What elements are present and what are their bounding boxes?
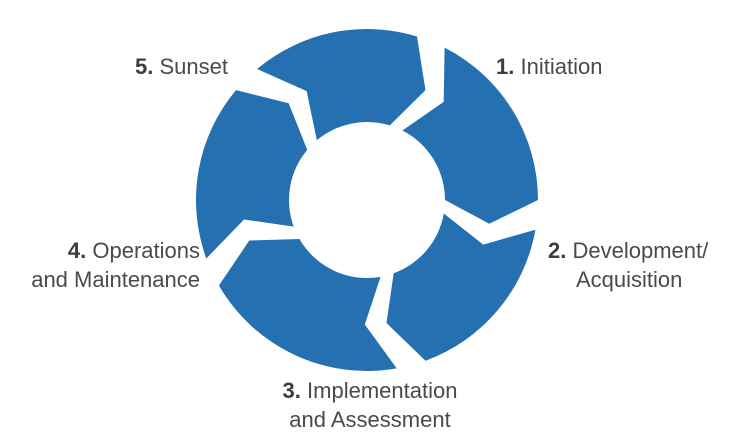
stage-5-number: 5. [135, 54, 154, 79]
stage-4-title: Operations [92, 238, 200, 263]
cycle-segment-2 [386, 213, 536, 361]
stage-1-number: 1. [496, 54, 515, 79]
stage-3-number: 3. [282, 378, 301, 403]
stage-3-subtitle: and Assessment [289, 407, 451, 432]
cycle-segment-5 [257, 28, 426, 141]
stage-2-subtitle: Acquisition [576, 267, 683, 292]
stage-2-label: 2. Development/ Acquisition [548, 236, 708, 294]
stage-2-number: 2. [548, 238, 567, 263]
stage-2-title: Development/ [572, 238, 709, 263]
stage-5-title: Sunset [159, 54, 228, 79]
stage-1-label: 1. Initiation [496, 52, 602, 81]
stage-4-subtitle: and Maintenance [31, 267, 200, 292]
stage-3-label: 3. Implementation and Assessment [255, 376, 485, 434]
stage-1-title: Initiation [520, 54, 603, 79]
cycle-segment-4 [195, 90, 308, 259]
cycle-segment-1 [402, 47, 538, 224]
stage-5-label: 5. Sunset [135, 52, 228, 81]
cycle-segment-3 [218, 239, 397, 371]
stage-3-title: Implementation [307, 378, 458, 403]
stage-4-label: 4. Operations and Maintenance [10, 236, 200, 294]
stage-4-number: 4. [67, 238, 87, 263]
